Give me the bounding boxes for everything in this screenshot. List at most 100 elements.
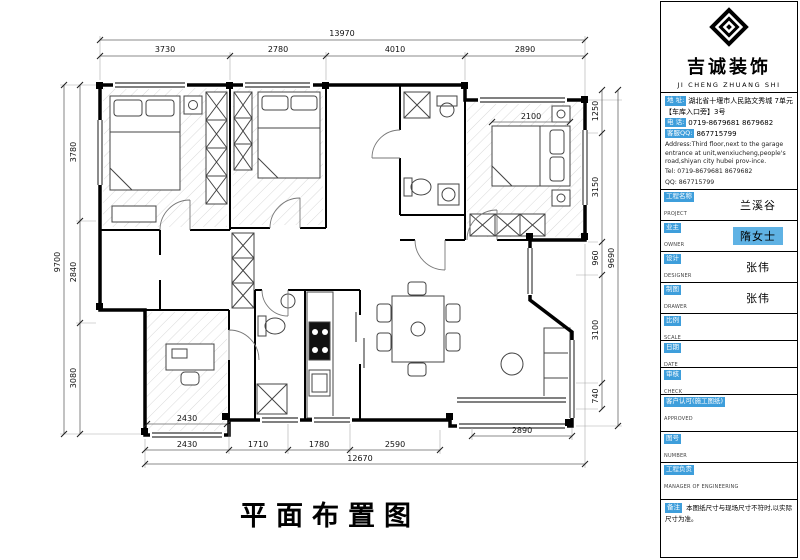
- dim-label: 3150: [591, 177, 600, 197]
- qq-line: 客服QQ:867715799: [665, 128, 793, 140]
- dim-label: 2780: [268, 45, 288, 54]
- sofa-icon: [543, 327, 571, 403]
- number-label: 图号: [664, 434, 681, 444]
- date-value: [719, 341, 797, 367]
- dim-label: 740: [591, 388, 600, 403]
- doors: [159, 129, 498, 368]
- titleblock-row-manager: 工程负责 MANAGER OF ENGINEERING: [661, 462, 797, 499]
- scale-label: 比例: [664, 316, 681, 326]
- toilet-icon: [403, 177, 432, 197]
- titleblock-row-designer: 设计 DESIGNER 张伟: [661, 251, 797, 282]
- master-wardrobe-icon: [205, 91, 228, 205]
- dim-label: 4010: [385, 45, 405, 54]
- logo-icon: [709, 7, 749, 47]
- stove-icon: [308, 321, 331, 361]
- titleblock: 吉诚装饰 JI CHENG ZHUANG SHI 地 址:湖北省十堰市人民路文秀…: [660, 1, 798, 558]
- number-sublabel: NUMBER: [664, 453, 687, 460]
- titleblock-row-drawer: 制图 DRAWER 张伟: [661, 282, 797, 313]
- dim-label: 1710: [248, 440, 268, 449]
- master-bed-icon: [109, 95, 181, 191]
- brand-name: 吉诚装饰: [687, 57, 771, 78]
- scale-value: [719, 314, 797, 340]
- wardrobe3-icon: [469, 213, 546, 237]
- tel-english: Tel: 0719-8679681 8679682: [665, 168, 753, 176]
- dimension-labels: 13970 3730 2780 4010 2890 9700 3780 2840…: [53, 29, 616, 463]
- floor-plan-svg: 13970 3730 2780 4010 2890 9700 3780 2840…: [53, 29, 622, 468]
- owner-label: 业主: [664, 223, 681, 233]
- bed2-icon: [257, 91, 321, 179]
- furniture: [109, 91, 571, 419]
- dimension-extension-lines: [60, 36, 622, 468]
- floor-plan-area: 13970 3730 2780 4010 2890 9700 3780 2840…: [53, 29, 622, 532]
- columns: [96, 82, 588, 435]
- shower2-icon: [256, 383, 288, 415]
- qq-english: QQ: 867715799: [665, 178, 715, 186]
- check-value: [719, 368, 797, 394]
- address-label: 地 址:: [665, 96, 687, 106]
- sink-icon: [436, 95, 458, 118]
- company-logo: 吉诚装饰 JI CHENG ZHUANG SHI: [661, 2, 797, 92]
- drawer-sublabel: DRAWER: [664, 304, 688, 311]
- approved-label: 客户认可(施工图纸): [664, 397, 726, 407]
- titleblock-row-project: 工程名称 PROJECT 兰溪谷: [661, 189, 797, 220]
- project-label: 工程名称: [664, 192, 694, 202]
- dresser-icon: [111, 205, 157, 223]
- dimension-lines: [63, 39, 619, 465]
- dim-label: 3100: [591, 320, 600, 340]
- date-sublabel: DATE: [664, 362, 678, 369]
- approved-sublabel: APPROVED: [664, 416, 693, 423]
- designer-value: 张伟: [746, 261, 770, 275]
- kitchen-sink-icon: [308, 369, 331, 397]
- check-sublabel: CHECK: [664, 389, 683, 396]
- dim-label: 2590: [385, 440, 405, 449]
- note-text: 本图纸尺寸与现场尺寸不符时,以实际尺寸为准。: [665, 504, 793, 523]
- dim-label: 2430: [177, 414, 197, 423]
- titleblock-row-number: 图号 NUMBER: [661, 431, 797, 462]
- address-value: 湖北省十堰市人民路文秀城 7单元【车库入口旁】3号: [665, 97, 793, 116]
- titleblock-row-scale: 比例 SCALE: [661, 313, 797, 342]
- dim-label: 3780: [69, 142, 78, 162]
- dining-table-icon: [376, 281, 461, 377]
- contact-info: 地 址:湖北省十堰市人民路文秀城 7单元【车库入口旁】3号 电 话:0719-8…: [661, 92, 797, 189]
- owner-sublabel: OWNER: [664, 242, 685, 249]
- date-label: 日期: [664, 343, 681, 353]
- dimension-ticks: [60, 36, 622, 468]
- project-value: 兰溪谷: [740, 199, 776, 213]
- dim-label: 2430: [177, 440, 197, 449]
- check-label: 审核: [664, 370, 681, 380]
- designer-label: 设计: [664, 254, 681, 264]
- address-english: Address:Third floor,next to the garage e…: [665, 141, 786, 166]
- desk-icon: [165, 343, 215, 386]
- titleblock-row-approved: 客户认可(施工图纸) APPROVED: [661, 394, 797, 431]
- dim-label: 3080: [69, 368, 78, 388]
- dim-label: 2100: [521, 112, 541, 121]
- coffee-table-icon: [500, 352, 524, 376]
- titleblock-row-owner: 业主 OWNER 隋女士: [661, 220, 797, 251]
- drawing-title: 平面布置图: [240, 501, 420, 532]
- phone-label: 电 话:: [665, 117, 687, 128]
- drawer-value: 张伟: [746, 292, 770, 306]
- dim-label: 9690: [607, 248, 616, 268]
- dim-label: 1250: [591, 101, 600, 121]
- dim-label: 9700: [53, 252, 62, 272]
- dim-label: 3730: [155, 45, 175, 54]
- manager-label: 工程负责: [664, 465, 694, 475]
- scale-sublabel: SCALE: [664, 335, 682, 342]
- project-sublabel: PROJECT: [664, 211, 688, 218]
- dim-label: 13970: [329, 29, 354, 38]
- washer-icon: [437, 183, 460, 206]
- manager-sublabel: MANAGER OF ENGINEERING: [664, 484, 739, 491]
- bed3-icon: [491, 125, 571, 187]
- dim-label: 960: [591, 250, 600, 265]
- number-value: [719, 432, 797, 462]
- windows: [96, 81, 589, 439]
- dim-label: 12670: [347, 454, 372, 463]
- hall-cabinet-icon: [231, 232, 255, 309]
- note-label: 备注: [665, 503, 682, 513]
- qq-value: 867715799: [696, 129, 737, 138]
- address-line: 地 址:湖北省十堰市人民路文秀城 7单元【车库入口旁】3号: [665, 96, 793, 118]
- titleblock-row-check: 审核 CHECK: [661, 367, 797, 396]
- toilet2-icon: [257, 315, 286, 337]
- dim-label: 2840: [69, 262, 78, 282]
- closet-icon: [233, 91, 253, 171]
